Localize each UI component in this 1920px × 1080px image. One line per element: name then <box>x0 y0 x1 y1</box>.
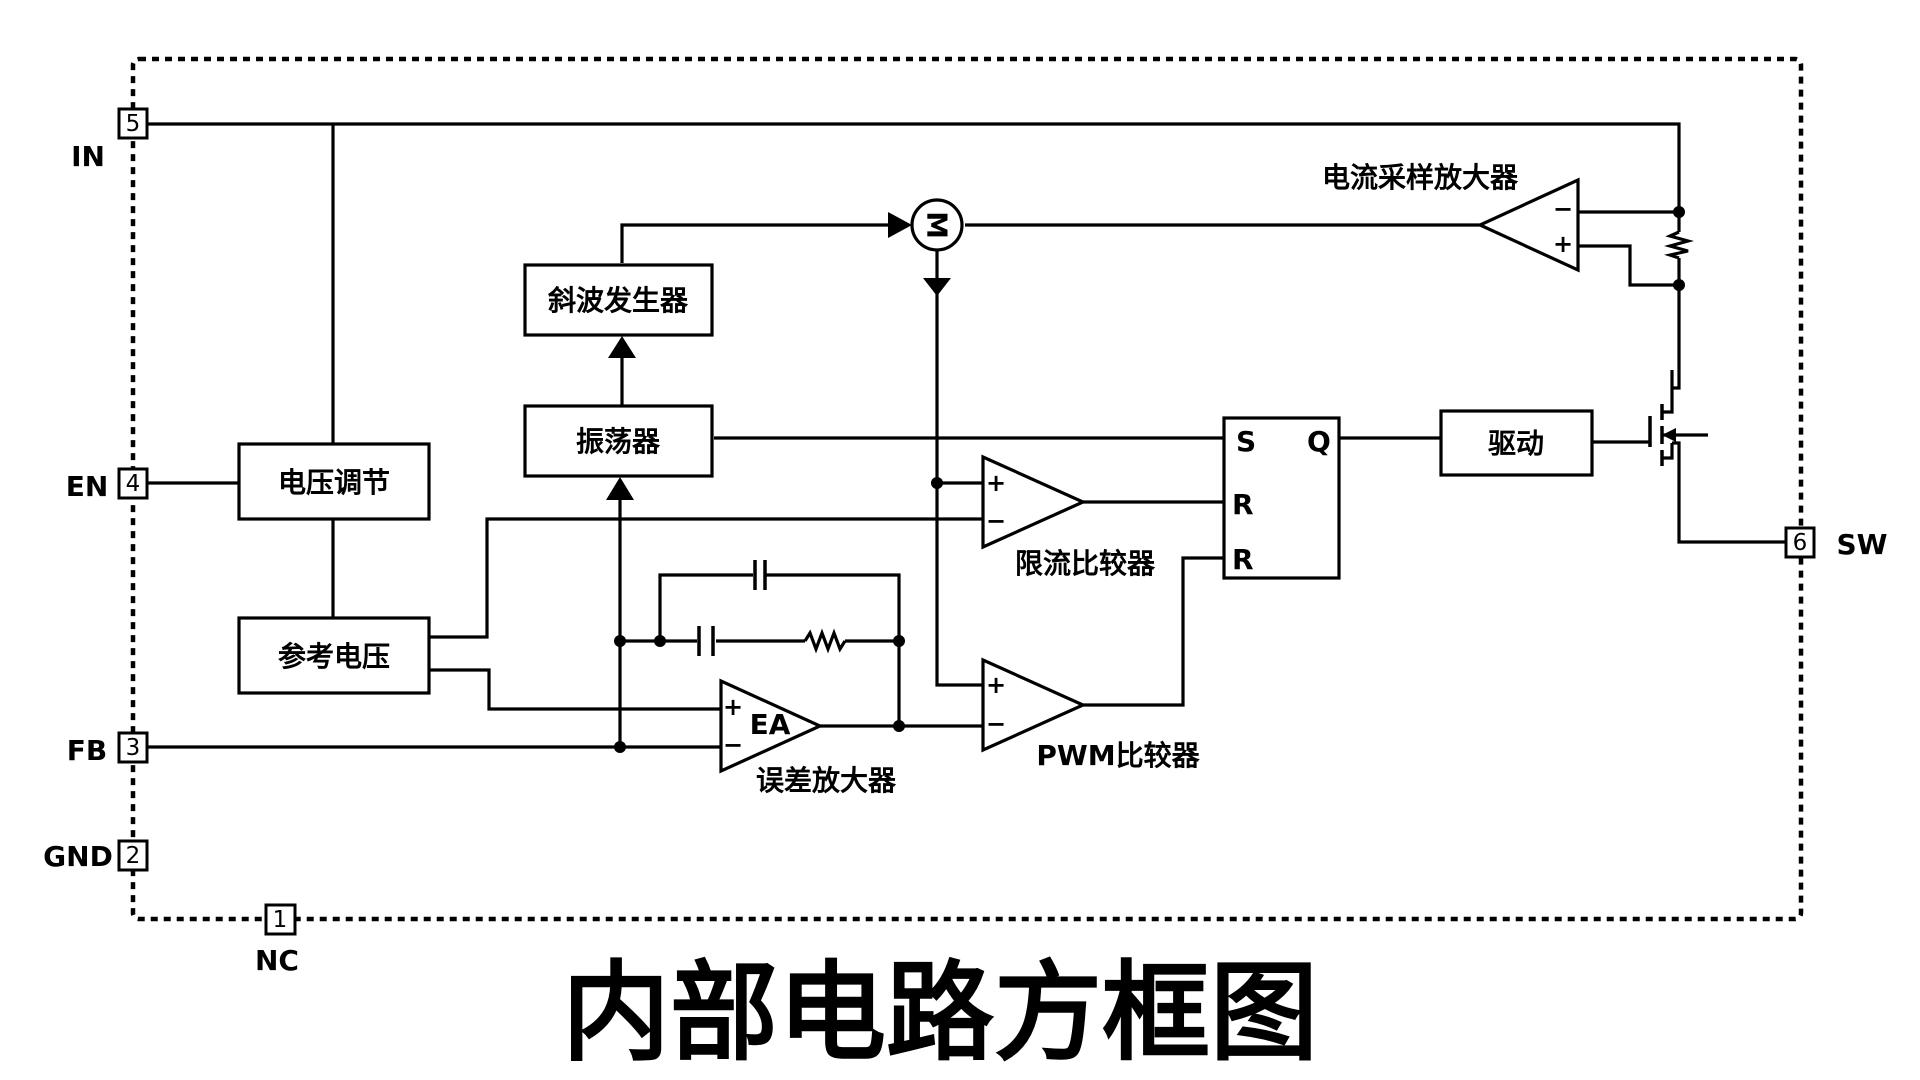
latch-q-label: Q <box>1307 425 1331 458</box>
arrow-summer-down <box>923 278 951 296</box>
pin-sw-label: SW <box>1836 528 1887 561</box>
compensation-capacitor-bottom <box>697 626 715 656</box>
csa-label: 电流采样放大器 <box>1322 161 1519 194</box>
ea-name: EA <box>750 708 791 741</box>
pwm-comparator <box>981 657 1087 753</box>
pin-fb-number: 3 <box>126 735 141 761</box>
pin-nc-box <box>264 903 297 936</box>
pin-en-label: EN <box>66 470 109 503</box>
sense-resistor <box>1664 230 1694 260</box>
latch-s-label: S <box>1236 425 1256 458</box>
compensation-capacitor-top <box>753 560 767 590</box>
voltage-reference-box <box>237 616 431 695</box>
pin-in-number: 5 <box>126 111 141 137</box>
pwm-label: PWM比较器 <box>1036 739 1200 772</box>
arrow-osc-to-ramp <box>608 336 636 358</box>
pin-gnd-number: 2 <box>126 843 141 869</box>
latch-r1-label: R <box>1232 488 1254 521</box>
arrow-to-oscillator <box>606 477 634 500</box>
voltage-reference-label: 参考电压 <box>278 640 390 673</box>
pin-sw-number: 6 <box>1793 530 1808 556</box>
summer-symbol: M <box>921 211 954 239</box>
pin-en-box <box>117 467 149 500</box>
driver-box <box>1439 409 1594 477</box>
ramp-generator-label: 斜波发生器 <box>548 284 689 317</box>
voltage-regulator-label: 电压调节 <box>278 466 390 499</box>
compensation-resistor <box>803 628 847 654</box>
pin-in-box <box>117 107 149 140</box>
voltage-regulator-box <box>237 442 431 521</box>
ea-plus-sign: + <box>723 693 743 721</box>
pin-gnd-box <box>117 839 149 872</box>
current-sense-amplifier <box>1476 177 1580 273</box>
arrow-ramp-to-summer <box>888 212 912 238</box>
diagram-title: 内部电路方框图 <box>562 951 1318 1076</box>
pin-nc-number: 1 <box>273 907 288 933</box>
pwm-plus-sign: + <box>986 671 1006 699</box>
error-amplifier <box>719 678 824 774</box>
power-mosfet-symbol <box>1648 370 1708 466</box>
pin-sw-box <box>1784 526 1816 559</box>
ilim-minus-sign: − <box>986 507 1006 535</box>
pwm-minus-sign: − <box>986 710 1006 738</box>
pin-en-number: 4 <box>126 471 141 497</box>
pin-fb-box <box>117 731 149 764</box>
current-limit-comparator <box>981 454 1087 550</box>
sr-latch-box <box>1222 416 1341 580</box>
ramp-generator-box <box>523 263 714 337</box>
ilim-label: 限流比较器 <box>1015 547 1156 580</box>
oscillator-box <box>523 404 714 478</box>
ea-minus-sign: − <box>723 731 743 759</box>
driver-label: 驱动 <box>1488 427 1544 460</box>
junction-dots <box>614 206 1685 753</box>
pin-fb-label: FB <box>67 734 107 767</box>
pin-nc-label: NC <box>255 944 299 977</box>
csa-plus-sign: + <box>1553 230 1573 258</box>
latch-r2-label: R <box>1232 543 1254 576</box>
pin-in-label: IN <box>71 140 105 173</box>
ea-label: 误差放大器 <box>756 764 897 797</box>
oscillator-label: 振荡器 <box>576 425 661 458</box>
ilim-plus-sign: + <box>986 469 1006 497</box>
csa-minus-sign: − <box>1553 195 1573 223</box>
pin-gnd-label: GND <box>43 840 113 873</box>
